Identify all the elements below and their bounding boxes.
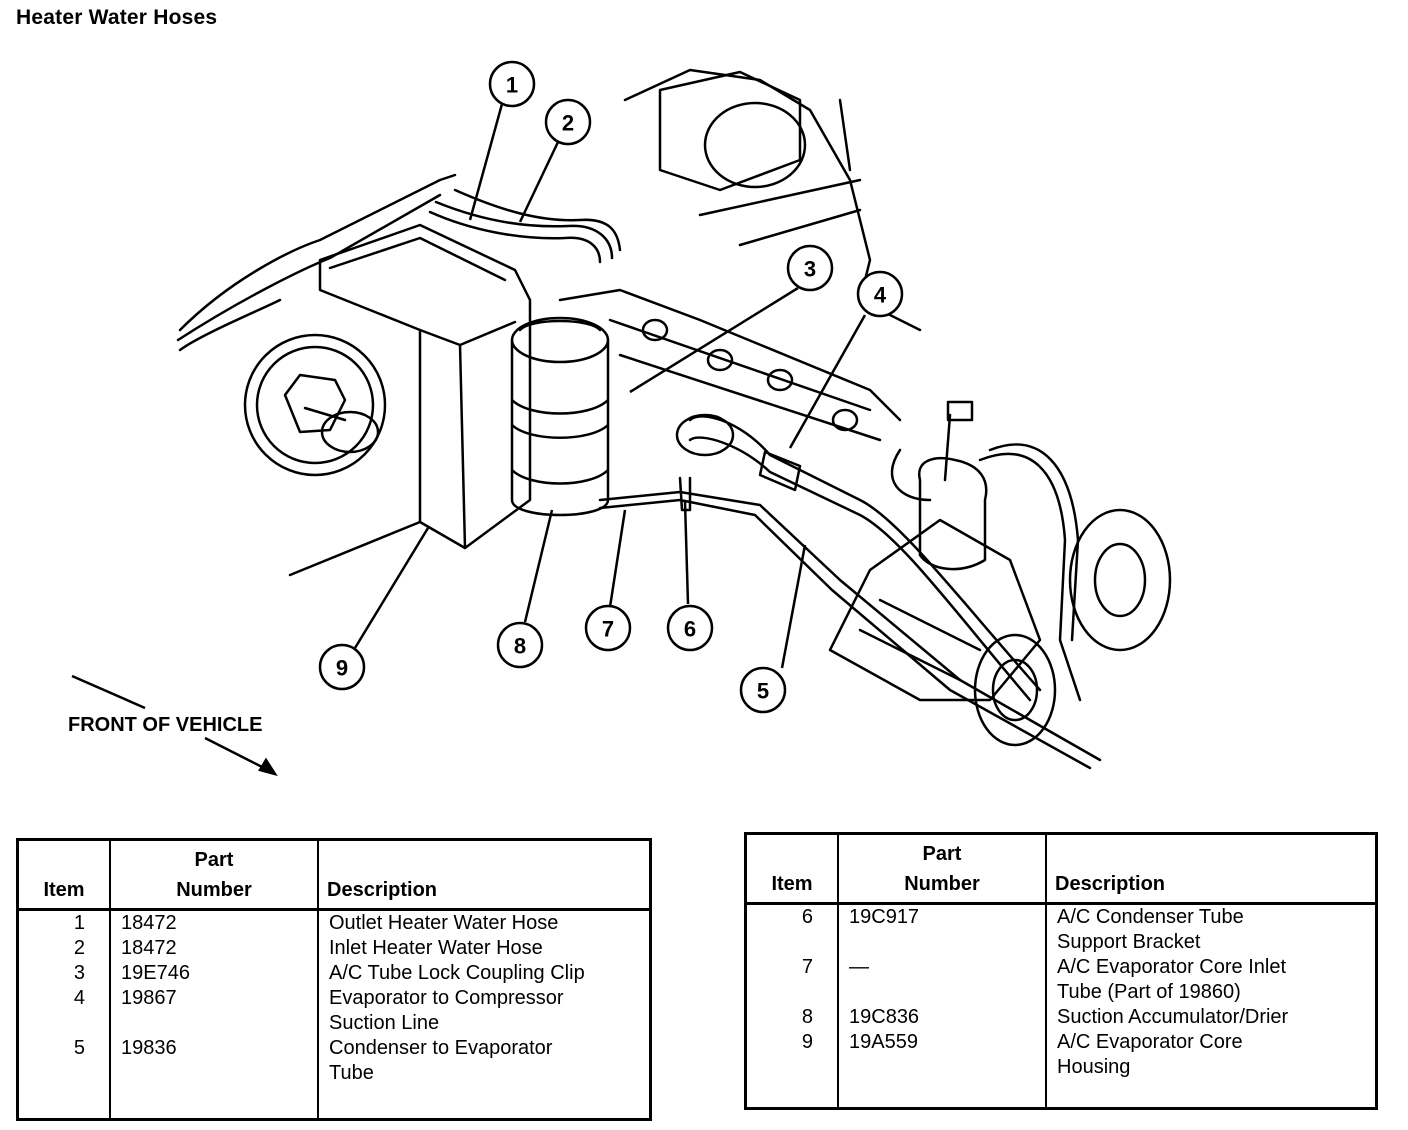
- item-cell: 2: [73, 937, 85, 959]
- part-number-cell: 19867: [109, 986, 318, 1036]
- callout-6: [666, 604, 714, 652]
- condenser-tube-shape: [598, 490, 1102, 762]
- callout-7: [584, 604, 632, 652]
- description-cell: A/C Evaporator Core Inlet Tube (Part of …: [1045, 955, 1377, 1005]
- description-cell: Inlet Heater Water Hose: [317, 936, 651, 961]
- item-header: Item: [17, 839, 110, 911]
- description-cell: Outlet Heater Water Hose: [317, 909, 651, 936]
- part-number-header: Part Number: [837, 833, 1046, 905]
- description-cell: Evaporator to Compressor Suction Line: [317, 986, 651, 1036]
- item-cell: 9: [801, 1031, 813, 1053]
- inlet-heater-hose-shape: [453, 188, 622, 252]
- callout-2: [544, 98, 592, 146]
- item-cell: 7: [801, 956, 813, 978]
- table-spacer-row: [746, 1080, 1377, 1109]
- callout-5: [739, 666, 787, 714]
- callout-9-label: 9: [336, 656, 348, 681]
- front-arrow: [71, 674, 278, 777]
- item-cell: 8: [801, 1006, 813, 1028]
- callout-6-label: 6: [684, 617, 696, 642]
- part-number-cell: 19C917: [837, 903, 1046, 955]
- callout-8-label: 8: [514, 634, 526, 659]
- callout-4: [856, 270, 904, 318]
- description-cell: A/C Evaporator Core Housing: [1045, 1030, 1377, 1080]
- suction-line-shape: [688, 415, 1042, 692]
- part-number-cell: 19A559: [837, 1030, 1046, 1080]
- callout-8: [496, 621, 544, 669]
- callout-7-label: 7: [602, 617, 614, 642]
- callout-3-label: 3: [804, 257, 816, 282]
- item-cell: 5: [73, 1037, 85, 1059]
- description-header: Description: [1045, 833, 1377, 905]
- description-cell: A/C Tube Lock Coupling Clip: [317, 961, 651, 986]
- item-cell: 1: [73, 912, 85, 934]
- evaporator-housing-outline: [318, 223, 532, 550]
- description-cell: Condenser to Evaporator Tube: [317, 1036, 651, 1086]
- item-cell: 6: [801, 906, 813, 928]
- callout-9: [318, 643, 366, 691]
- spacer-cell: [109, 1086, 318, 1120]
- spacer-cell: [746, 1080, 839, 1109]
- callout-3: [786, 244, 834, 292]
- table-row: 7 —A/C Evaporator Core Inlet Tube (Part o…: [746, 955, 1377, 1005]
- item-cell: 4: [73, 987, 85, 1009]
- outlet-heater-hose-shape: [428, 210, 602, 264]
- callout-2-label: 2: [562, 111, 574, 136]
- callout-5-label: 5: [757, 679, 769, 704]
- blower-motor-outline: [243, 333, 387, 477]
- callout-4-label: 4: [874, 283, 887, 308]
- callout-1-label: 1: [506, 73, 518, 98]
- description-cell: A/C Condenser Tube Support Bracket: [1045, 903, 1377, 955]
- spacer-cell: [837, 1080, 1046, 1109]
- item-header: Item: [745, 833, 838, 905]
- part-number-cell: 18472: [109, 936, 318, 961]
- spacer-cell: [18, 1086, 111, 1120]
- spacer-cell: [317, 1086, 651, 1120]
- part-number-header: Part Number: [109, 839, 318, 911]
- spacer-cell: [1045, 1080, 1377, 1109]
- description-header: Description: [317, 839, 651, 911]
- item-cell: 3: [73, 962, 85, 984]
- part-number-cell: —: [837, 955, 1046, 1005]
- front-of-vehicle-label: FRONT OF VEHICLE: [68, 714, 263, 736]
- part-number-cell: 19C836: [837, 1005, 1046, 1030]
- firewall-outline: [178, 173, 457, 332]
- callout-1: [488, 60, 536, 108]
- engine-diagram: 1 2 3 4 5 6 7 8 9: [71, 60, 1172, 777]
- description-cell: Suction Accumulator/Drier: [1045, 1005, 1377, 1030]
- part-number-cell: 19E746: [109, 961, 318, 986]
- table-spacer-row: [18, 1086, 651, 1120]
- diagram-title: Heater Water Hoses: [16, 6, 218, 29]
- part-number-cell: 19836: [109, 1036, 318, 1086]
- compressor-outline: [828, 518, 1042, 702]
- part-number-cell: 18472: [109, 909, 318, 936]
